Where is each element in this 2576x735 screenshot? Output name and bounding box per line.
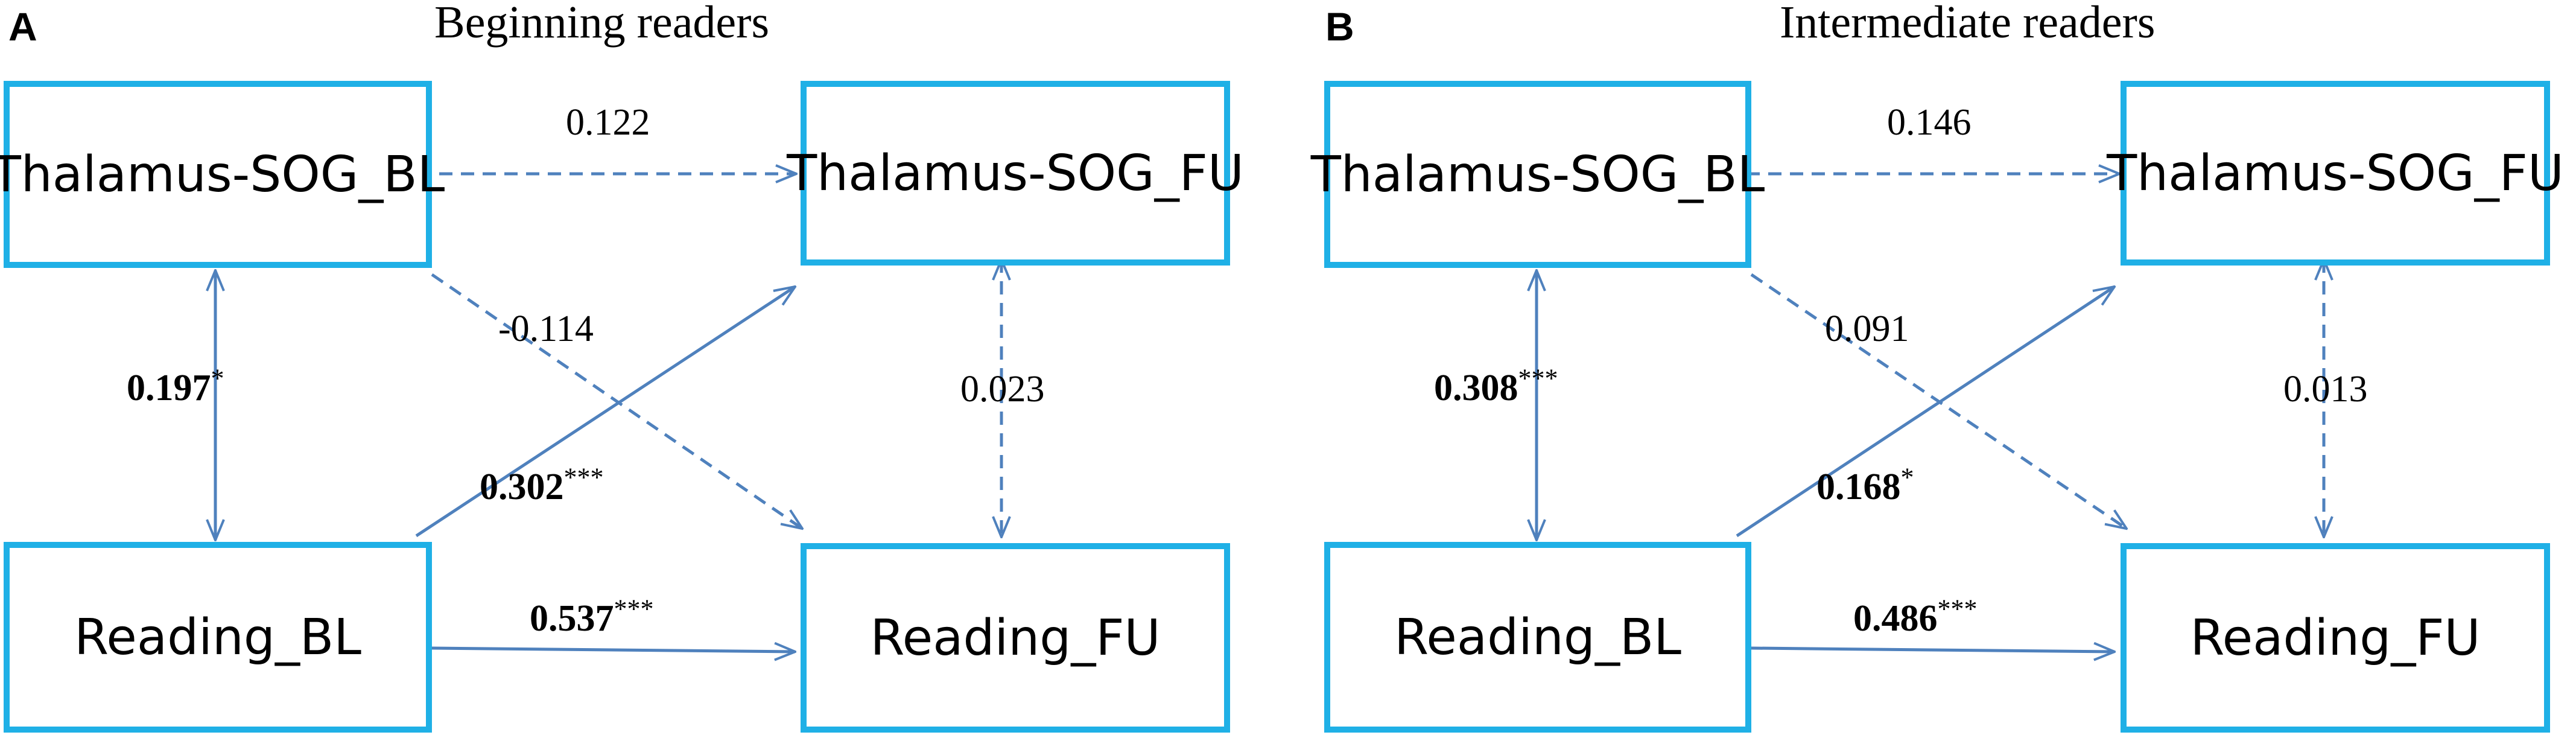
coef-cross-down: -0.114 bbox=[498, 308, 594, 351]
coef-stars: *** bbox=[614, 594, 654, 624]
arrow-cross-down bbox=[431, 273, 802, 529]
coef-top: 0.122 bbox=[566, 101, 650, 144]
node-reading-bl: Reading_BL bbox=[1324, 542, 1751, 733]
node-reading-bl: Reading_BL bbox=[4, 542, 432, 733]
panel-title: Beginning readers bbox=[434, 0, 770, 48]
panel-a: A Beginning readers Thalamus-SOG_BL Thal… bbox=[0, 0, 1288, 735]
coef-value: 0.486 bbox=[1853, 598, 1938, 639]
arrow-cross-up bbox=[1736, 287, 2114, 538]
coef-left-vertical: 0.197* bbox=[127, 365, 224, 410]
coef-cross-up: 0.168* bbox=[1816, 464, 1914, 509]
coef-stars: * bbox=[1900, 462, 1914, 492]
coef-value: 0.146 bbox=[1887, 102, 1972, 143]
coef-top: 0.146 bbox=[1887, 101, 1972, 144]
coef-stars: *** bbox=[1937, 594, 1978, 624]
coef-value: 0.197 bbox=[127, 368, 211, 409]
coef-value: 0.537 bbox=[530, 598, 614, 639]
node-thalamus-sog-fu: Thalamus-SOG_FU bbox=[787, 81, 1244, 266]
coef-stars: *** bbox=[1518, 363, 1558, 393]
coef-stars: * bbox=[211, 363, 224, 393]
node-thalamus-sog-bl: Thalamus-SOG_BL bbox=[0, 81, 445, 268]
coef-value: 0.122 bbox=[566, 102, 650, 143]
node-reading-fu: Reading_FU bbox=[2121, 543, 2550, 733]
coef-value: 0.091 bbox=[1825, 308, 1909, 349]
path-arrows bbox=[0, 0, 1288, 735]
path-arrows bbox=[1288, 0, 2576, 735]
coef-value: 0.168 bbox=[1816, 466, 1901, 508]
coef-bottom: 0.537*** bbox=[530, 594, 654, 640]
coef-value: 0.302 bbox=[480, 466, 564, 508]
panel-title: Intermediate readers bbox=[1780, 0, 2156, 48]
coef-cross-up: 0.302*** bbox=[480, 464, 604, 509]
node-thalamus-sog-fu: Thalamus-SOG_FU bbox=[2107, 81, 2564, 266]
coef-value: 0.023 bbox=[960, 369, 1045, 410]
coef-value: 0.308 bbox=[1434, 368, 1518, 409]
panel-letter: B bbox=[1325, 4, 1354, 49]
coef-cross-down: 0.091 bbox=[1825, 308, 1909, 351]
panel-letter: A bbox=[8, 4, 37, 49]
coef-stars: *** bbox=[563, 462, 604, 492]
node-reading-fu: Reading_FU bbox=[801, 543, 1230, 733]
coef-right-vertical: 0.023 bbox=[960, 368, 1045, 411]
panel-b: B Intermediate readers Thalamus-SOG_BL T… bbox=[1288, 0, 2576, 735]
node-thalamus-sog-bl: Thalamus-SOG_BL bbox=[1311, 81, 1765, 268]
coef-bottom: 0.486*** bbox=[1853, 594, 1978, 640]
arrow-bottom bbox=[1751, 648, 2114, 652]
coef-value: 0.013 bbox=[2283, 369, 2368, 410]
coef-left-vertical: 0.308*** bbox=[1434, 365, 1558, 410]
arrow-cross-up bbox=[415, 287, 795, 538]
coef-right-vertical: 0.013 bbox=[2283, 368, 2368, 411]
coef-value: -0.114 bbox=[498, 308, 594, 349]
arrow-bottom bbox=[431, 648, 795, 652]
